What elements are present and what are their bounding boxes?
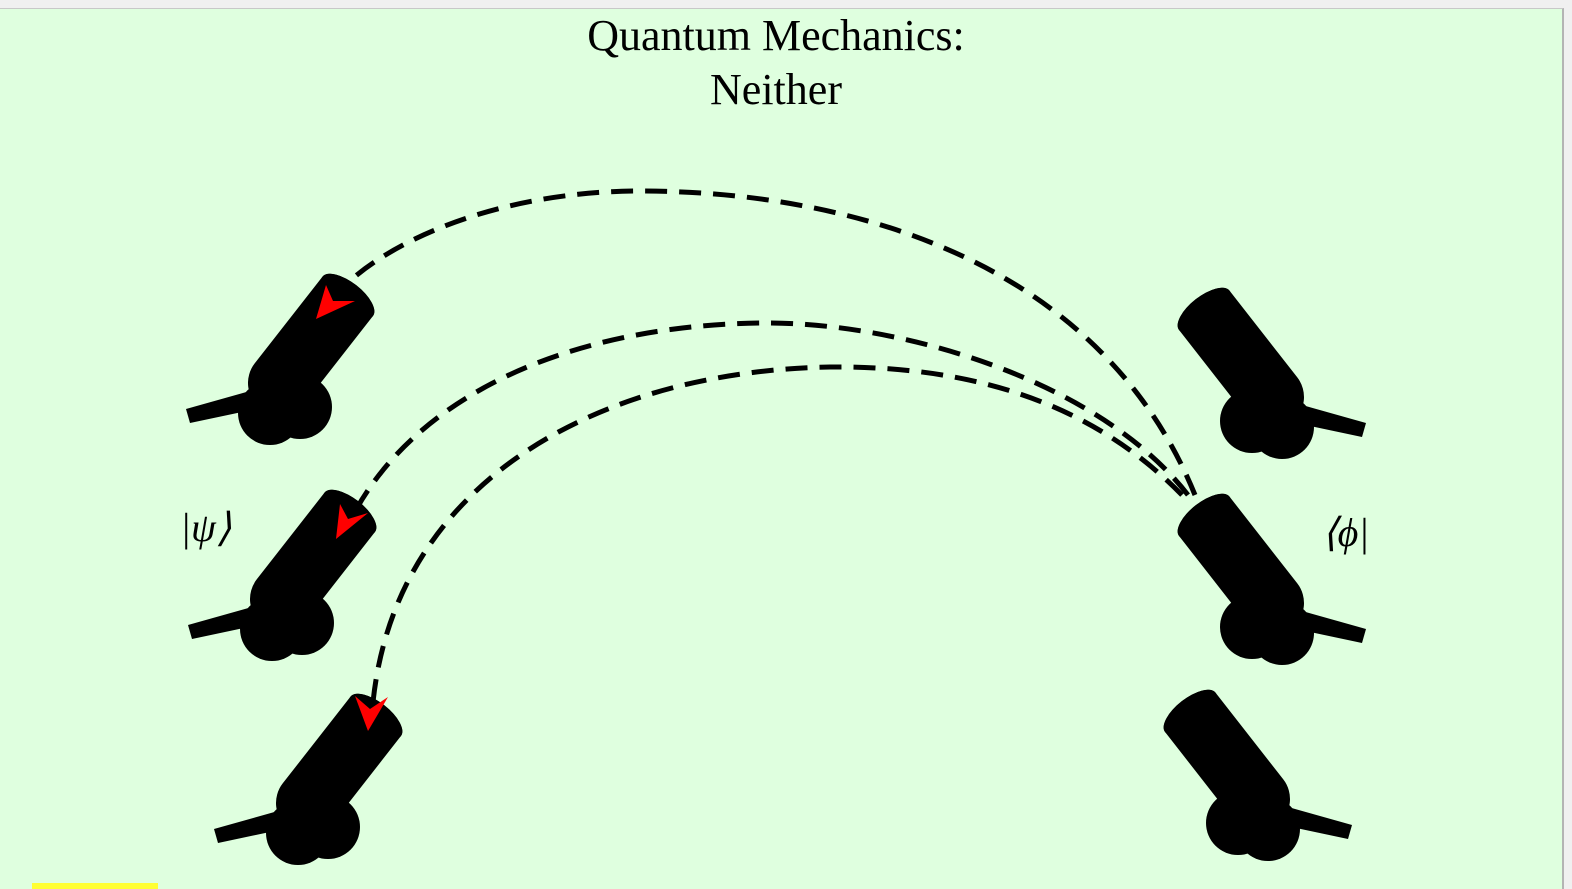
arrowhead-top — [316, 285, 355, 319]
bra-phi-label: ⟨ϕ| — [1322, 510, 1369, 555]
cannon-left-top — [186, 265, 382, 445]
title-line-2: Neither — [710, 65, 842, 114]
arrowhead-bottom — [355, 696, 388, 731]
cannon-left-bottom — [214, 685, 410, 865]
accent-bar — [32, 883, 158, 889]
slide-title: Quantum Mechanics: Neither — [0, 9, 1552, 117]
trajectory-to-bottom — [369, 364, 1184, 714]
trajectory-to-top — [328, 188, 1198, 496]
trajectory-to-middle — [347, 320, 1190, 523]
cannon-right-top — [1170, 279, 1366, 459]
ket-psi-label: |ψ⟩ — [180, 505, 232, 550]
title-line-1: Quantum Mechanics: — [587, 11, 965, 60]
slide: Quantum Mechanics: Neither — [0, 8, 1564, 889]
diagram-canvas: .faded .handle { fill: #a6a6a6; stroke: … — [180, 188, 1369, 865]
arrowhead-middle — [336, 504, 368, 539]
cannon-right-bottom — [1156, 681, 1352, 861]
